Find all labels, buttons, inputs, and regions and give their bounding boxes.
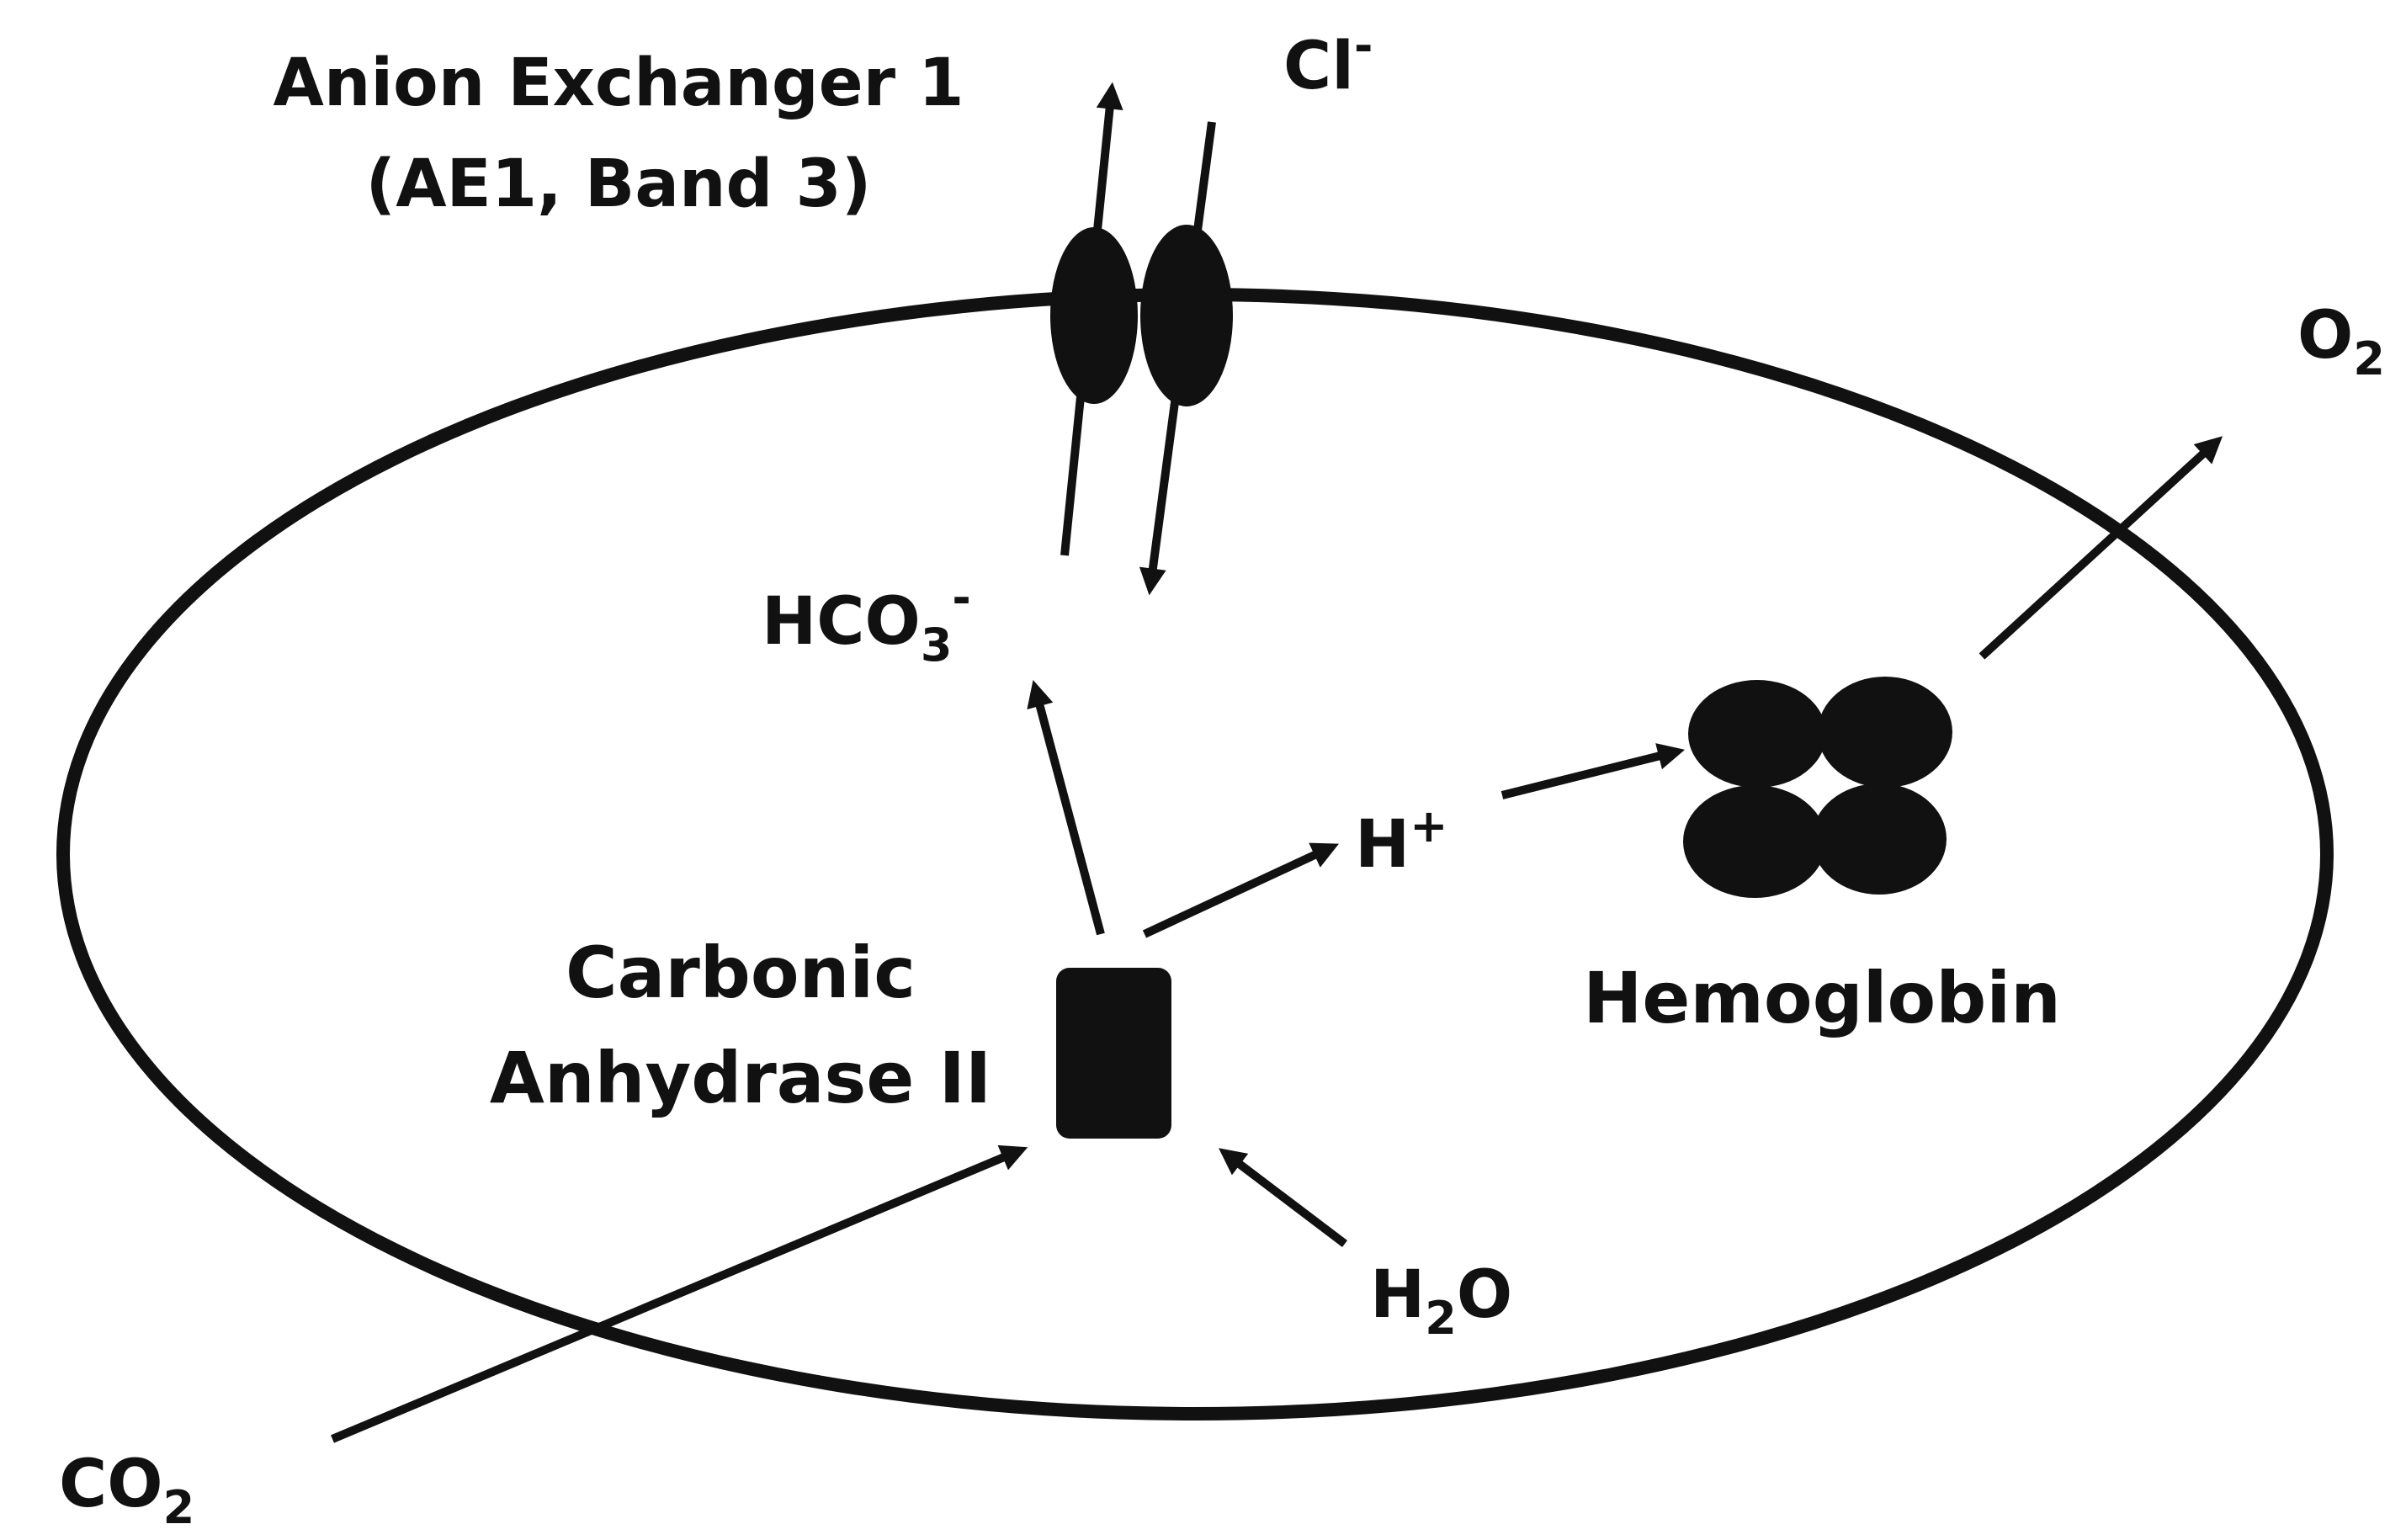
hemoglobin-icon bbox=[1683, 677, 1952, 898]
transporter-subunit-left bbox=[1050, 227, 1138, 404]
chloride-symbol: Cl bbox=[1283, 29, 1354, 104]
proton-symbol: H bbox=[1355, 807, 1410, 883]
transporter-label-line2: (AE1, Band 3) bbox=[366, 146, 872, 222]
enzyme-label-line2: Anhydrase II bbox=[490, 1037, 991, 1119]
co2-subscript: 2 bbox=[163, 1481, 195, 1534]
water-label: H2O bbox=[1370, 1257, 1512, 1345]
bicarbonate-subscript: 3 bbox=[921, 619, 953, 672]
carbonic-anhydrase-icon bbox=[1056, 968, 1171, 1139]
water-symbol: H bbox=[1370, 1257, 1425, 1333]
bicarbonate-formula: HCO bbox=[762, 584, 921, 660]
oxygen-subscript: 2 bbox=[2353, 332, 2385, 385]
bicarbonate-efflux-arrow bbox=[1060, 82, 1123, 556]
co2-to-enzyme-arrow bbox=[331, 1144, 1028, 1443]
hemoglobin-subunit bbox=[1812, 783, 1947, 895]
proton-charge: + bbox=[1410, 799, 1447, 852]
co2-label: CO2 bbox=[59, 1447, 194, 1534]
chloride-charge: - bbox=[1354, 19, 1373, 72]
chloride-label: Cl- bbox=[1283, 19, 1373, 104]
chloride-influx-arrow bbox=[1139, 121, 1216, 596]
hemoglobin-subunit bbox=[1818, 677, 1952, 788]
water-oxygen: O bbox=[1457, 1257, 1512, 1333]
bicarbonate-label: HCO3- bbox=[762, 571, 971, 672]
enzyme-to-bicarbonate-arrow bbox=[1027, 679, 1105, 936]
oxygen-label: O2 bbox=[2297, 298, 2385, 385]
water-subscript: 2 bbox=[1425, 1292, 1457, 1345]
proton-label: H+ bbox=[1355, 799, 1448, 883]
hemoglobin-subunit bbox=[1688, 680, 1826, 788]
co2-symbol: CO bbox=[59, 1447, 163, 1522]
enzyme-label-line1: Carbonic bbox=[566, 932, 916, 1014]
enzyme-to-proton-arrow bbox=[1142, 842, 1340, 938]
oxygen-release-arrow bbox=[1978, 436, 2223, 660]
bicarbonate-charge: - bbox=[952, 571, 970, 624]
cell-membrane bbox=[56, 288, 2334, 1421]
hemoglobin-subunit bbox=[1683, 785, 1826, 898]
transporter-label-line1: Anion Exchanger 1 bbox=[273, 45, 964, 121]
hemoglobin-label: Hemoglobin bbox=[1583, 957, 2061, 1039]
oxygen-symbol: O bbox=[2297, 298, 2353, 374]
water-to-enzyme-arrow bbox=[1219, 1148, 1348, 1247]
anion-exchanger-icon bbox=[1050, 225, 1233, 406]
proton-to-hemoglobin-arrow bbox=[1500, 743, 1686, 799]
